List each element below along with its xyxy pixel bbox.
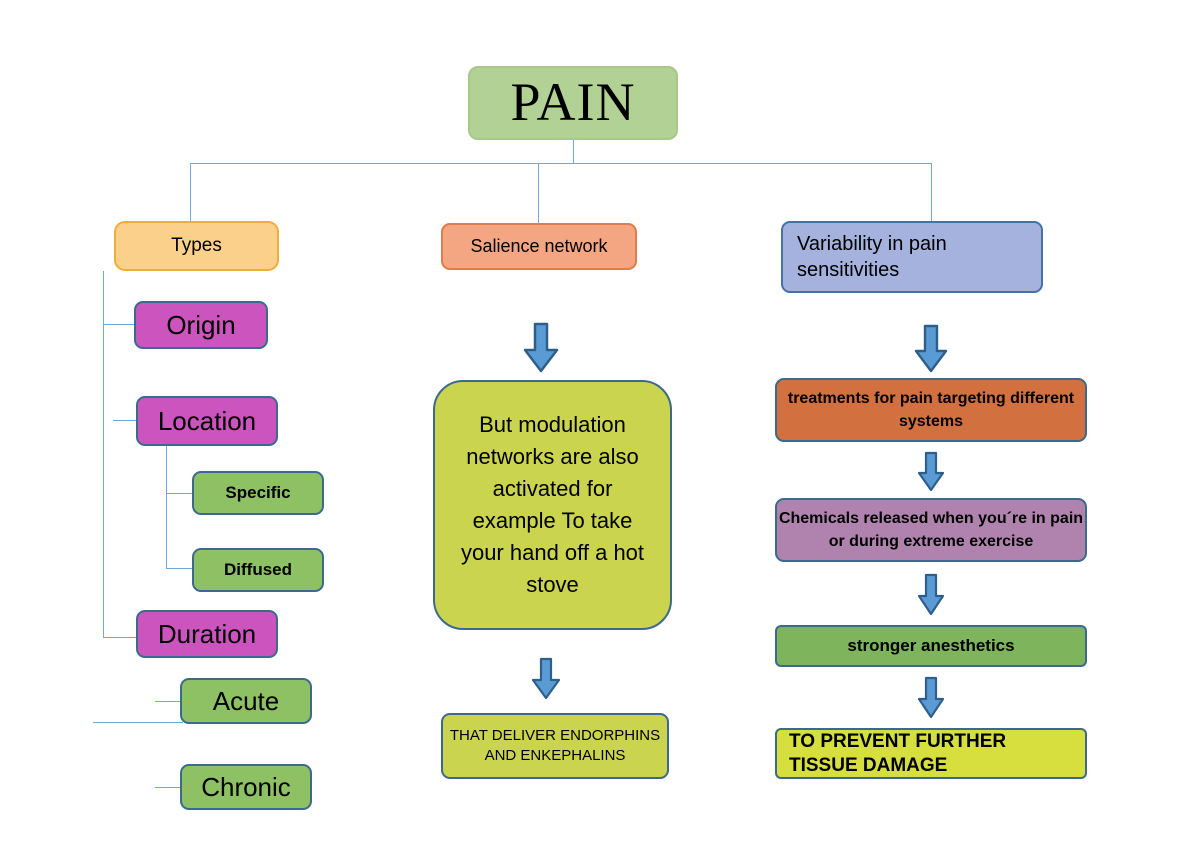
- node-treatments-for-pain[interactable]: treatments for pain targeting different …: [775, 378, 1087, 442]
- connector-trunk-to-location: [113, 420, 138, 421]
- down-arrow-icon: [523, 322, 559, 374]
- node-specific[interactable]: Specific: [192, 471, 324, 515]
- node-prevent-further-tissue-damage[interactable]: TO PREVENT FURTHER TISSUE DAMAGE: [775, 728, 1087, 779]
- node-diffused[interactable]: Diffused: [192, 548, 324, 592]
- node-types[interactable]: Types: [114, 221, 279, 271]
- connector-location-subtrunk: [166, 446, 167, 568]
- connector-trunk-to-origin: [103, 324, 135, 325]
- node-acute[interactable]: Acute: [180, 678, 312, 724]
- node-location[interactable]: Location: [136, 396, 278, 446]
- connector-root-bus: [190, 163, 932, 164]
- connector-bus-to-salience: [538, 163, 539, 223]
- node-chronic[interactable]: Chronic: [180, 764, 312, 810]
- connector-subtrunk-to-diffused: [166, 568, 194, 569]
- node-stronger-anesthetics[interactable]: stronger anesthetics: [775, 625, 1087, 667]
- connector-bus-to-types: [190, 163, 191, 222]
- connector-bus-to-variability: [931, 163, 932, 221]
- node-chemicals-released[interactable]: Chemicals released when you´re in pain o…: [775, 498, 1087, 562]
- node-modulation-networks[interactable]: But modulation networks are also activat…: [433, 380, 672, 630]
- connector-subtrunk-to-specific: [166, 493, 194, 494]
- connector-to-acute: [155, 701, 183, 702]
- node-salience-network[interactable]: Salience network: [441, 223, 637, 270]
- connector-trunk-to-duration: [103, 637, 138, 638]
- connector-types-trunk: [103, 271, 104, 638]
- down-arrow-icon: [914, 324, 948, 374]
- node-variability-in-pain-sensitivities[interactable]: Variability in pain sensitivities: [781, 221, 1043, 293]
- down-arrow-icon: [917, 676, 945, 720]
- node-endorphins-enkephalins[interactable]: THAT DELIVER ENDORPHINS AND ENKEPHALINS: [441, 713, 669, 779]
- node-duration[interactable]: Duration: [136, 610, 278, 658]
- node-pain-root[interactable]: PAIN: [468, 66, 678, 140]
- node-origin[interactable]: Origin: [134, 301, 268, 349]
- connector-acute-baseline: [93, 722, 183, 723]
- down-arrow-icon: [917, 451, 945, 493]
- connector-to-chronic: [155, 787, 183, 788]
- down-arrow-icon: [917, 573, 945, 617]
- connector-root-stem: [573, 140, 574, 164]
- down-arrow-icon: [531, 657, 561, 701]
